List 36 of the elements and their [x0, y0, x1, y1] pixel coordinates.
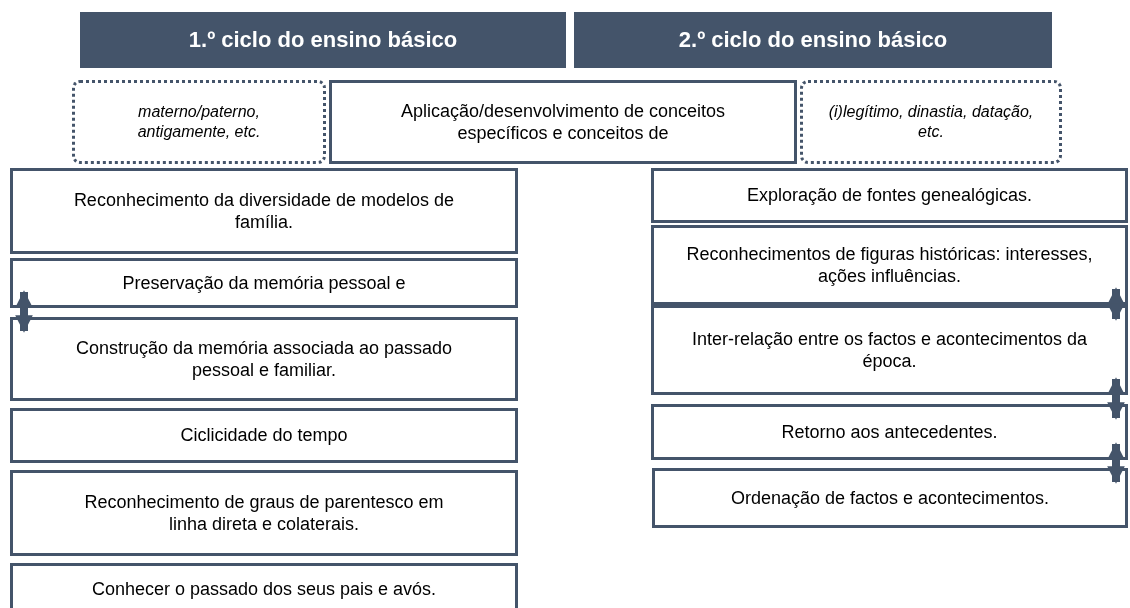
- double-arrow: [1107, 287, 1125, 321]
- concept-box: [329, 80, 797, 164]
- box-text: Aplicação/desenvolvimento de conceitos específicos e conceitos de: [399, 99, 727, 145]
- topic-box: [10, 317, 518, 401]
- topic-box: [10, 258, 518, 308]
- box-text: Construção da memória associada ao passado pessoal e familiar.: [74, 336, 454, 382]
- box-text: (i)legítimo, dinastia, datação, etc.: [827, 102, 1035, 142]
- box-text: Inter-relação entre os factos e acontecimentos da época.: [690, 327, 1089, 373]
- box-text: Conhecer o passado dos seus pais e avós.: [91, 577, 437, 601]
- example-box: [800, 80, 1062, 164]
- box-text: 2.º ciclo do ensino básico: [678, 26, 948, 54]
- box-text: Preservação da memória pessoal e: [122, 271, 406, 295]
- box-text: materno/paterno, antigamente, etc.: [136, 102, 262, 142]
- box-text: Reconhecimentos de figuras históricas: interesses, ações influências.: [685, 242, 1094, 288]
- topic-box: [652, 468, 1128, 528]
- box-text: Retorno aos antecedentes.: [781, 420, 998, 444]
- box-text: Exploração de fontes genealógicas.: [746, 184, 1033, 207]
- topic-box: [10, 470, 518, 556]
- topic-box: [10, 563, 518, 608]
- topic-box: [10, 408, 518, 463]
- box-text: Ciclicidade do tempo: [180, 424, 348, 447]
- double-arrow: [1107, 377, 1125, 420]
- double-arrow: [1107, 442, 1125, 484]
- double-arrow: [15, 290, 33, 333]
- box-text: Reconhecimento da diversidade de modelos de família.: [72, 188, 456, 234]
- topic-box: [10, 168, 518, 254]
- cycle-header: [80, 12, 566, 68]
- box-text: Reconhecimento de graus de parentesco em linha direta e colaterais.: [83, 490, 445, 536]
- cycle-header: [574, 12, 1052, 68]
- topic-box: [651, 225, 1128, 305]
- example-box: [72, 80, 326, 164]
- topic-box: [651, 305, 1128, 395]
- topic-box: [651, 404, 1128, 460]
- box-text: Ordenação de factos e acontecimentos.: [730, 486, 1050, 510]
- topic-box: [651, 168, 1128, 223]
- box-text: 1.º ciclo do ensino básico: [188, 26, 458, 54]
